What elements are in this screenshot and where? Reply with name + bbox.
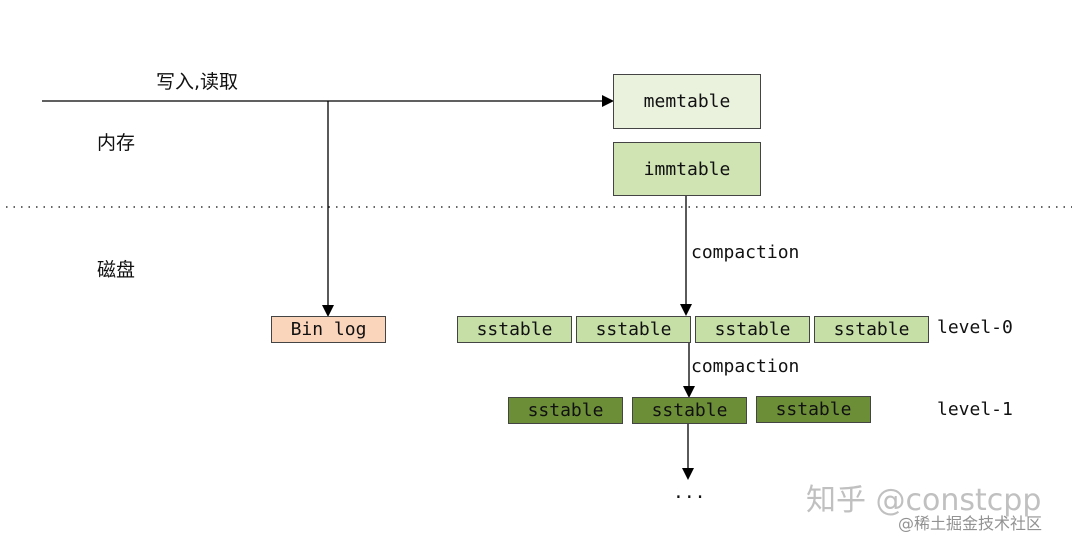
level-1-sstable: sstable (632, 397, 747, 424)
sstable-label: sstable (775, 399, 852, 420)
level-1-sstable: sstable (756, 396, 871, 423)
level-0-sstable: sstable (814, 316, 929, 343)
compaction-label-1: compaction (691, 242, 800, 263)
level-1-sstable: sstable (508, 397, 623, 424)
memory-label: 内存 (97, 132, 136, 154)
binlog-label: Bin log (290, 319, 367, 340)
immtable-box: immtable (613, 142, 761, 196)
level-0-sstable: sstable (457, 316, 572, 343)
watermark-sub: @稀土掘金技术社区 (898, 514, 1043, 533)
sstable-label: sstable (476, 319, 553, 340)
watermark-main: 知乎 @constcpp (806, 483, 1042, 518)
level-0-label: level-0 (937, 317, 1013, 338)
level-1-label: level-1 (937, 399, 1013, 420)
binlog-box: Bin log (271, 316, 386, 343)
disk-label: 磁盘 (97, 259, 136, 281)
write-read-label: 写入,读取 (156, 71, 239, 93)
immtable-label: immtable (643, 158, 731, 180)
sstable-label: sstable (595, 319, 672, 340)
sstable-label: sstable (527, 400, 604, 421)
ellipsis-label: ... (673, 482, 706, 503)
sstable-label: sstable (833, 319, 910, 340)
compaction-label-2: compaction (691, 356, 800, 377)
memtable-label: memtable (643, 91, 731, 112)
level-0-sstable: sstable (695, 316, 810, 343)
sstable-label: sstable (714, 319, 791, 340)
memtable-box: memtable (613, 74, 761, 129)
level-0-sstable: sstable (576, 316, 691, 343)
sstable-label: sstable (651, 400, 728, 421)
